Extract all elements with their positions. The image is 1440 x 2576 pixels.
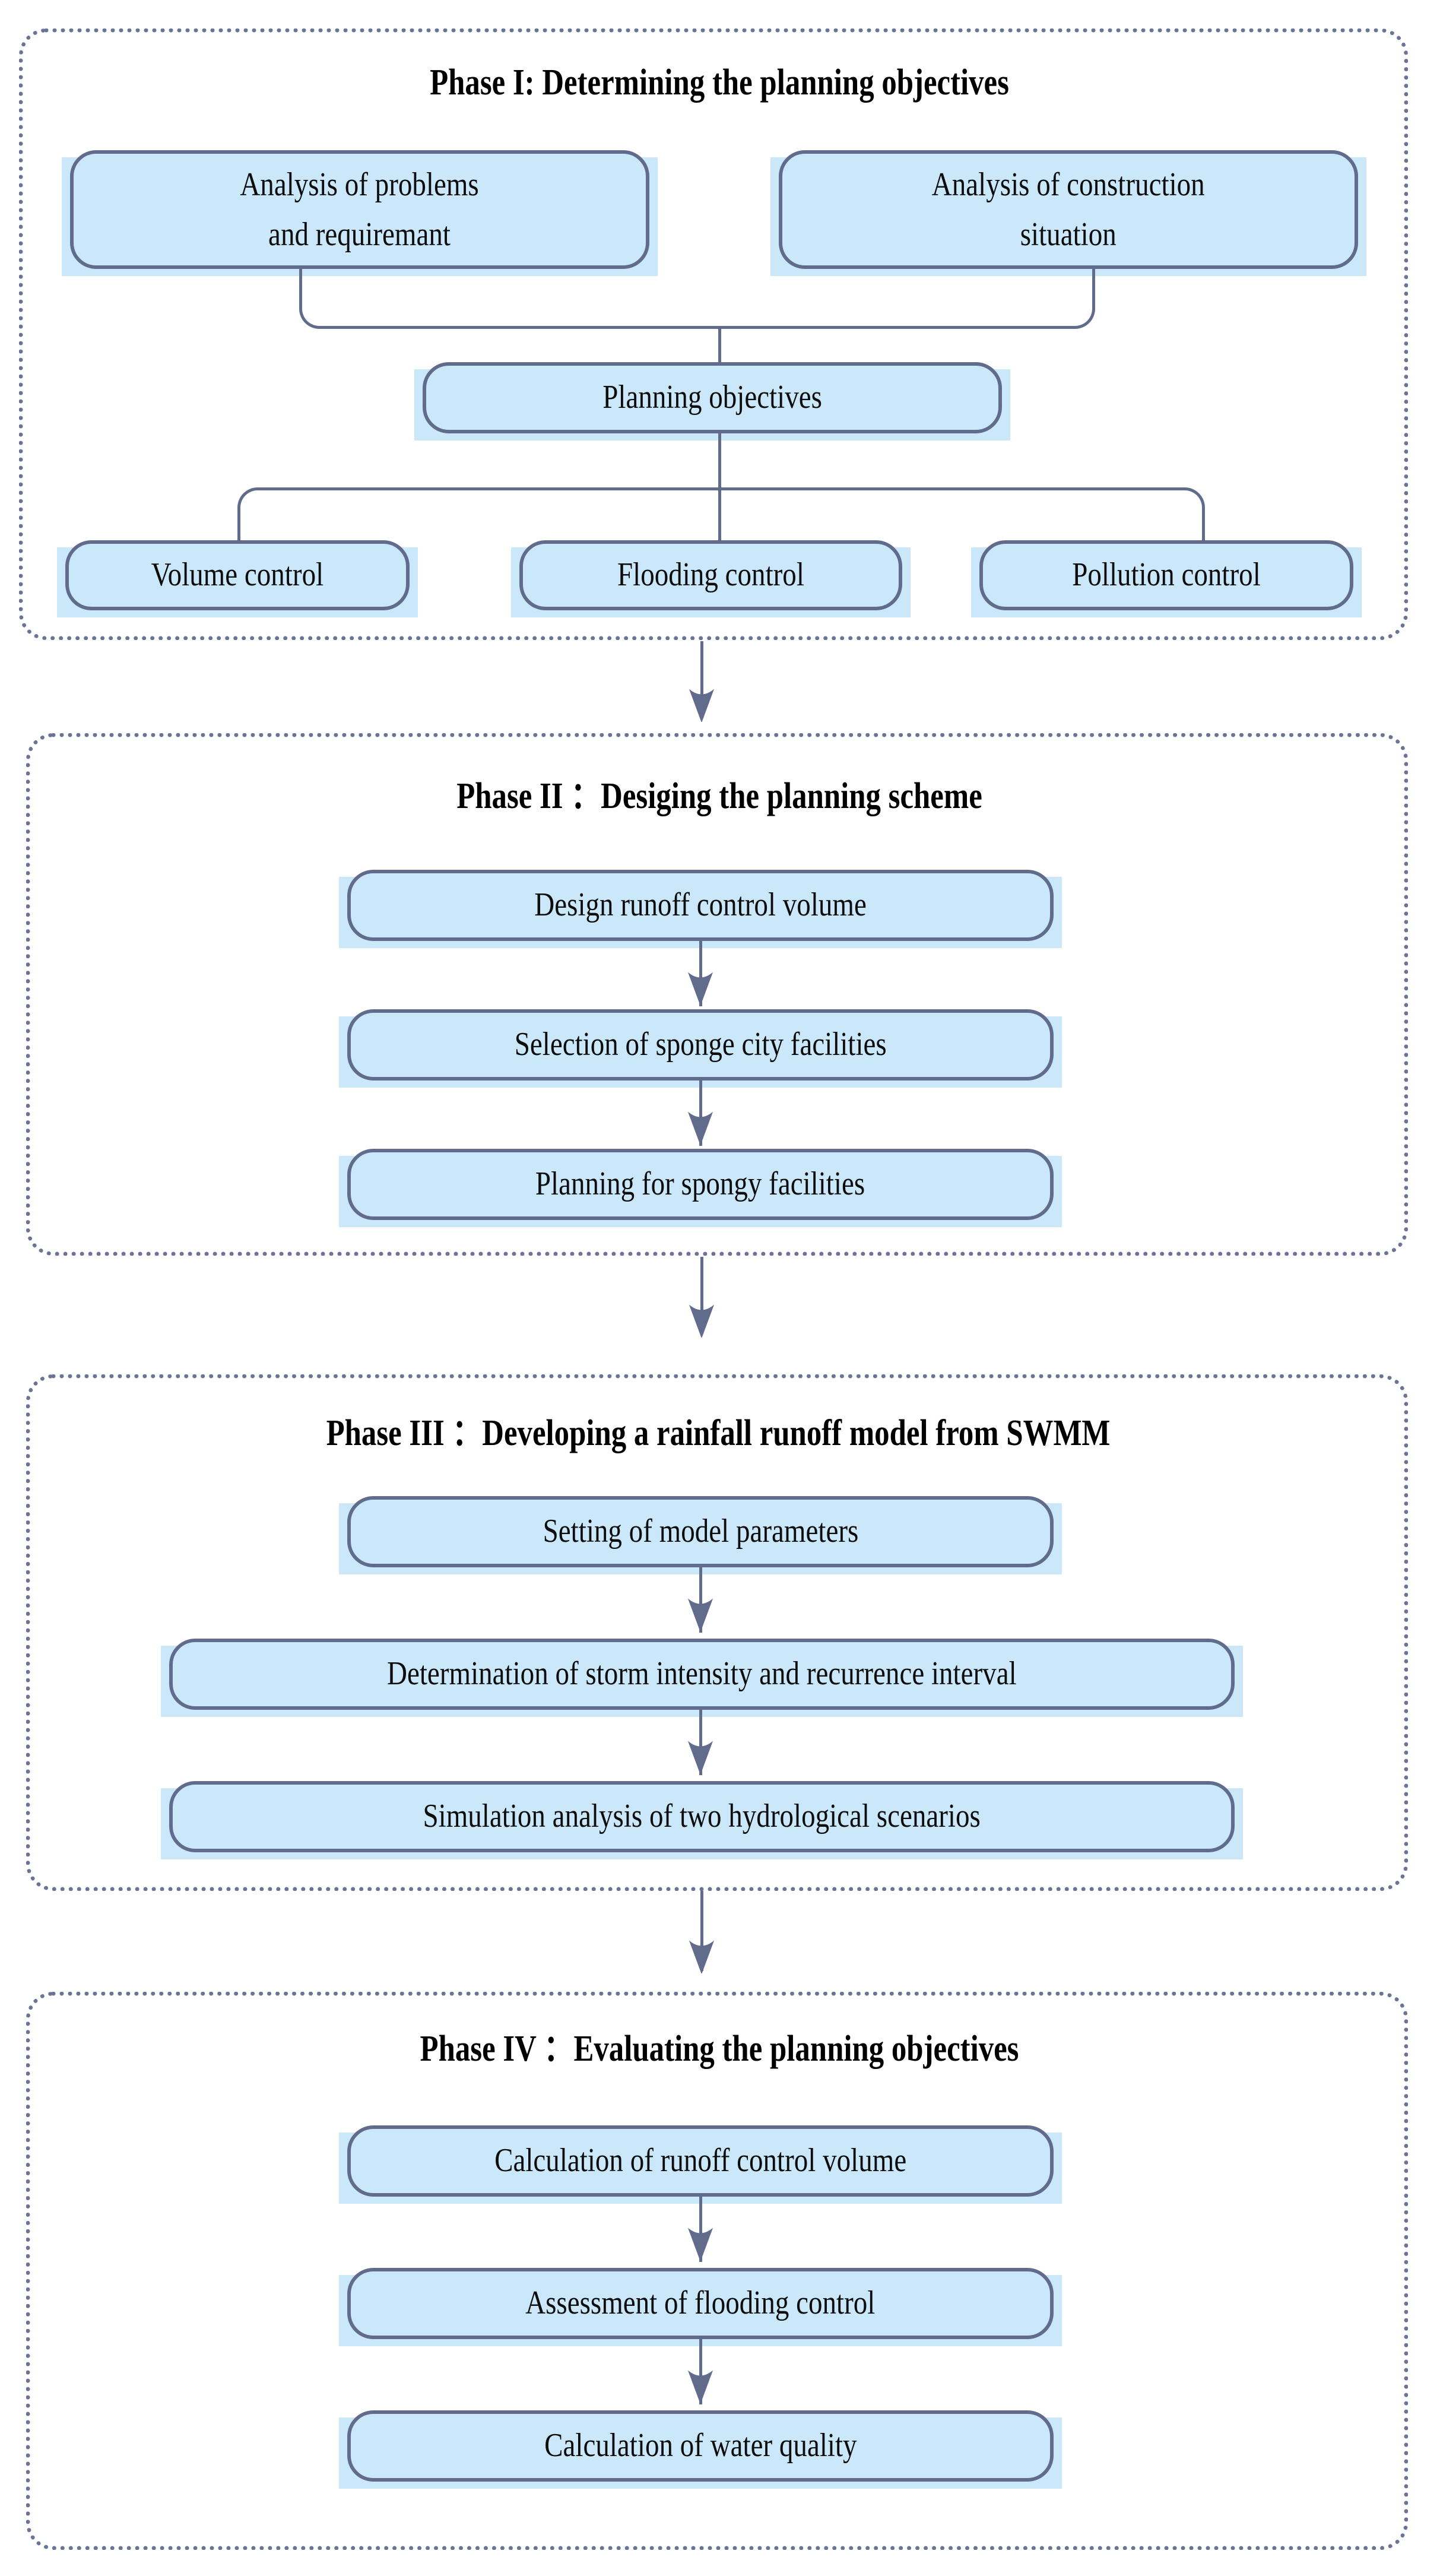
connector-segment	[700, 1891, 703, 1971]
phase-1-container	[19, 28, 1408, 640]
node-body: Calculation of runoff control volume	[347, 2125, 1054, 2197]
node-body: Planning objectives	[423, 362, 1002, 433]
node-body: Determination of storm intensity and rec…	[169, 1639, 1235, 1710]
node-label: Planning objectives	[602, 379, 822, 416]
node-analysis-of-problems[interactable]: Analysis of problems and requiremant	[62, 150, 658, 276]
connector-segment	[321, 326, 1074, 329]
connector-segment	[699, 1709, 702, 1775]
arrowhead-icon	[688, 1940, 715, 1973]
arrowhead-icon	[687, 1598, 714, 1631]
node-body: Simulation analysis of two hydrological …	[169, 1781, 1235, 1852]
node-determination-of-storm-intensity[interactable]: Determination of storm intensity and rec…	[161, 1639, 1243, 1717]
connector-segment	[718, 326, 721, 394]
node-label: Flooding control	[617, 556, 804, 594]
node-label: Selection of sponge city facilities	[514, 1026, 887, 1063]
phase-4-container	[26, 1992, 1408, 2550]
node-body: Calculation of water quality	[347, 2410, 1054, 2482]
node-label: Assessment of flooding control	[525, 2285, 876, 2322]
node-calculation-of-water-quality[interactable]: Calculation of water quality	[339, 2410, 1062, 2489]
connector-elbow	[237, 487, 261, 515]
node-label: Simulation analysis of two hydrological …	[423, 1798, 981, 1835]
node-pollution-control[interactable]: Pollution control	[971, 540, 1362, 617]
arrowhead-icon	[687, 972, 714, 1005]
connector-segment	[700, 641, 703, 718]
node-body: Analysis of problems and requiremant	[70, 150, 649, 269]
phase-4-title: Phase IV ：Evaluating the planning object…	[420, 2029, 1019, 2069]
node-calculation-of-runoff-control-volume[interactable]: Calculation of runoff control volume	[339, 2125, 1062, 2204]
node-simulation-analysis-of-two-hydrological-scenarios[interactable]: Simulation analysis of two hydrological …	[161, 1781, 1243, 1859]
connector-segment	[718, 431, 721, 490]
node-assessment-of-flooding-control[interactable]: Assessment of flooding control	[339, 2268, 1062, 2346]
arrowhead-icon	[687, 2228, 714, 2261]
connector-segment	[1202, 511, 1205, 547]
connector-segment	[700, 1257, 703, 1334]
node-body: Volume control	[65, 540, 410, 610]
connector-segment	[699, 1079, 702, 1146]
arrowhead-icon	[687, 1111, 714, 1145]
node-body: Setting of model parameters	[347, 1496, 1054, 1567]
node-planning-for-spongy-facilities[interactable]: Planning for spongy facilities	[339, 1149, 1062, 1227]
arrowhead-icon	[688, 689, 715, 722]
node-body: Selection of sponge city facilities	[347, 1009, 1054, 1081]
node-body: Assessment of flooding control	[347, 2268, 1054, 2339]
phase-3-container	[26, 1374, 1408, 1891]
connector-segment	[299, 266, 302, 305]
node-label: Planning for spongy facilities	[535, 1165, 865, 1203]
node-label: Pollution control	[1072, 556, 1261, 594]
node-label: Volume control	[151, 556, 324, 594]
node-analysis-of-construction[interactable]: Analysis of construction situation	[770, 150, 1366, 276]
node-label: Determination of storm intensity and rec…	[387, 1655, 1017, 1693]
phase-2-container	[26, 733, 1408, 1256]
node-label: Setting of model parameters	[543, 1513, 858, 1550]
node-body: Pollution control	[979, 540, 1353, 610]
node-label: Calculation of runoff control volume	[494, 2142, 907, 2179]
node-label: Analysis of problems and requiremant	[240, 166, 480, 253]
node-body: Flooding control	[519, 540, 902, 610]
arrowhead-icon	[688, 1304, 715, 1338]
node-body: Analysis of construction situation	[779, 150, 1358, 269]
connector-segment	[699, 940, 702, 1006]
node-design-runoff-control-volume[interactable]: Design runoff control volume	[339, 870, 1062, 948]
phase-2-title: Phase II ：Desiging the planning scheme	[456, 776, 982, 816]
node-label: Calculation of water quality	[544, 2427, 857, 2464]
node-selection-of-sponge-city-facilities[interactable]: Selection of sponge city facilities	[339, 1009, 1062, 1088]
node-flooding-control[interactable]: Flooding control	[511, 540, 911, 617]
node-body: Design runoff control volume	[347, 870, 1054, 941]
arrowhead-icon	[687, 2370, 714, 2403]
arrowhead-icon	[687, 1741, 714, 1774]
connector-segment	[718, 487, 721, 547]
node-volume-control[interactable]: Volume control	[57, 540, 418, 617]
connector-segment	[258, 487, 1184, 490]
node-label: Analysis of construction situation	[932, 166, 1205, 253]
phase-1-title: Phase I: Determining the planning object…	[430, 62, 1009, 103]
connector-segment	[699, 1566, 702, 1633]
connector-elbow	[1181, 487, 1205, 515]
connector-segment	[699, 2195, 702, 2262]
connector-segment	[699, 2338, 702, 2404]
node-setting-of-model-parameters[interactable]: Setting of model parameters	[339, 1496, 1062, 1574]
connector-segment	[1092, 266, 1095, 305]
node-body: Planning for spongy facilities	[347, 1149, 1054, 1220]
connector-segment	[237, 511, 240, 547]
node-planning-objectives[interactable]: Planning objectives	[414, 362, 1010, 441]
node-label: Design runoff control volume	[534, 886, 867, 924]
phase-3-title: Phase III ：Developing a rainfall runoff …	[326, 1413, 1111, 1453]
